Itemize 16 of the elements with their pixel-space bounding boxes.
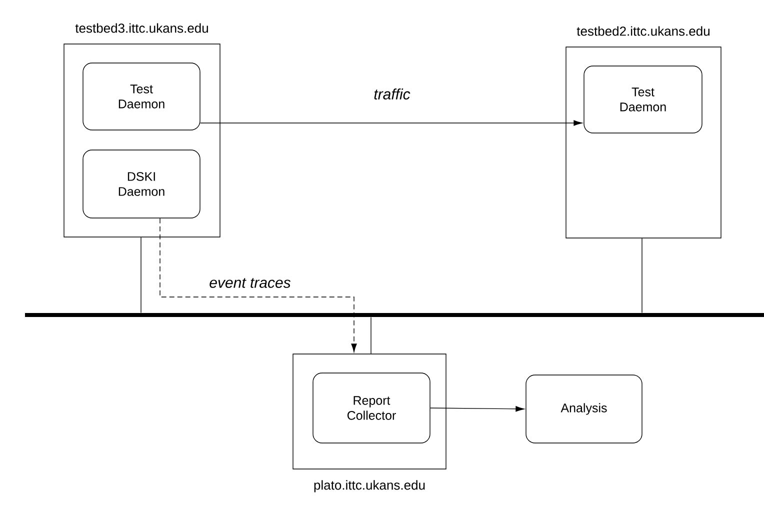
arrow	[200, 120, 582, 126]
host-name: testbed3.ittc.ukans.edu	[75, 23, 208, 33]
process-box: Test Daemon	[82, 62, 200, 130]
process-box: Analysis	[526, 374, 642, 444]
host-name: testbed2.ittc.ukans.edu	[576, 26, 710, 36]
connector-line	[370, 316, 372, 354]
process-box: Report Collector	[312, 372, 430, 444]
process-box: DSKI Daemon	[82, 150, 200, 218]
edge-label: event traces	[210, 278, 291, 288]
arrow	[160, 218, 357, 352]
process-box: Test Daemon	[584, 66, 702, 134]
edge-label: traffic	[374, 88, 410, 100]
host-name: plato.ittc.ukans.edu	[314, 480, 425, 492]
network-bus	[25, 313, 764, 317]
arrow	[430, 406, 524, 412]
connector-line	[140, 237, 142, 314]
